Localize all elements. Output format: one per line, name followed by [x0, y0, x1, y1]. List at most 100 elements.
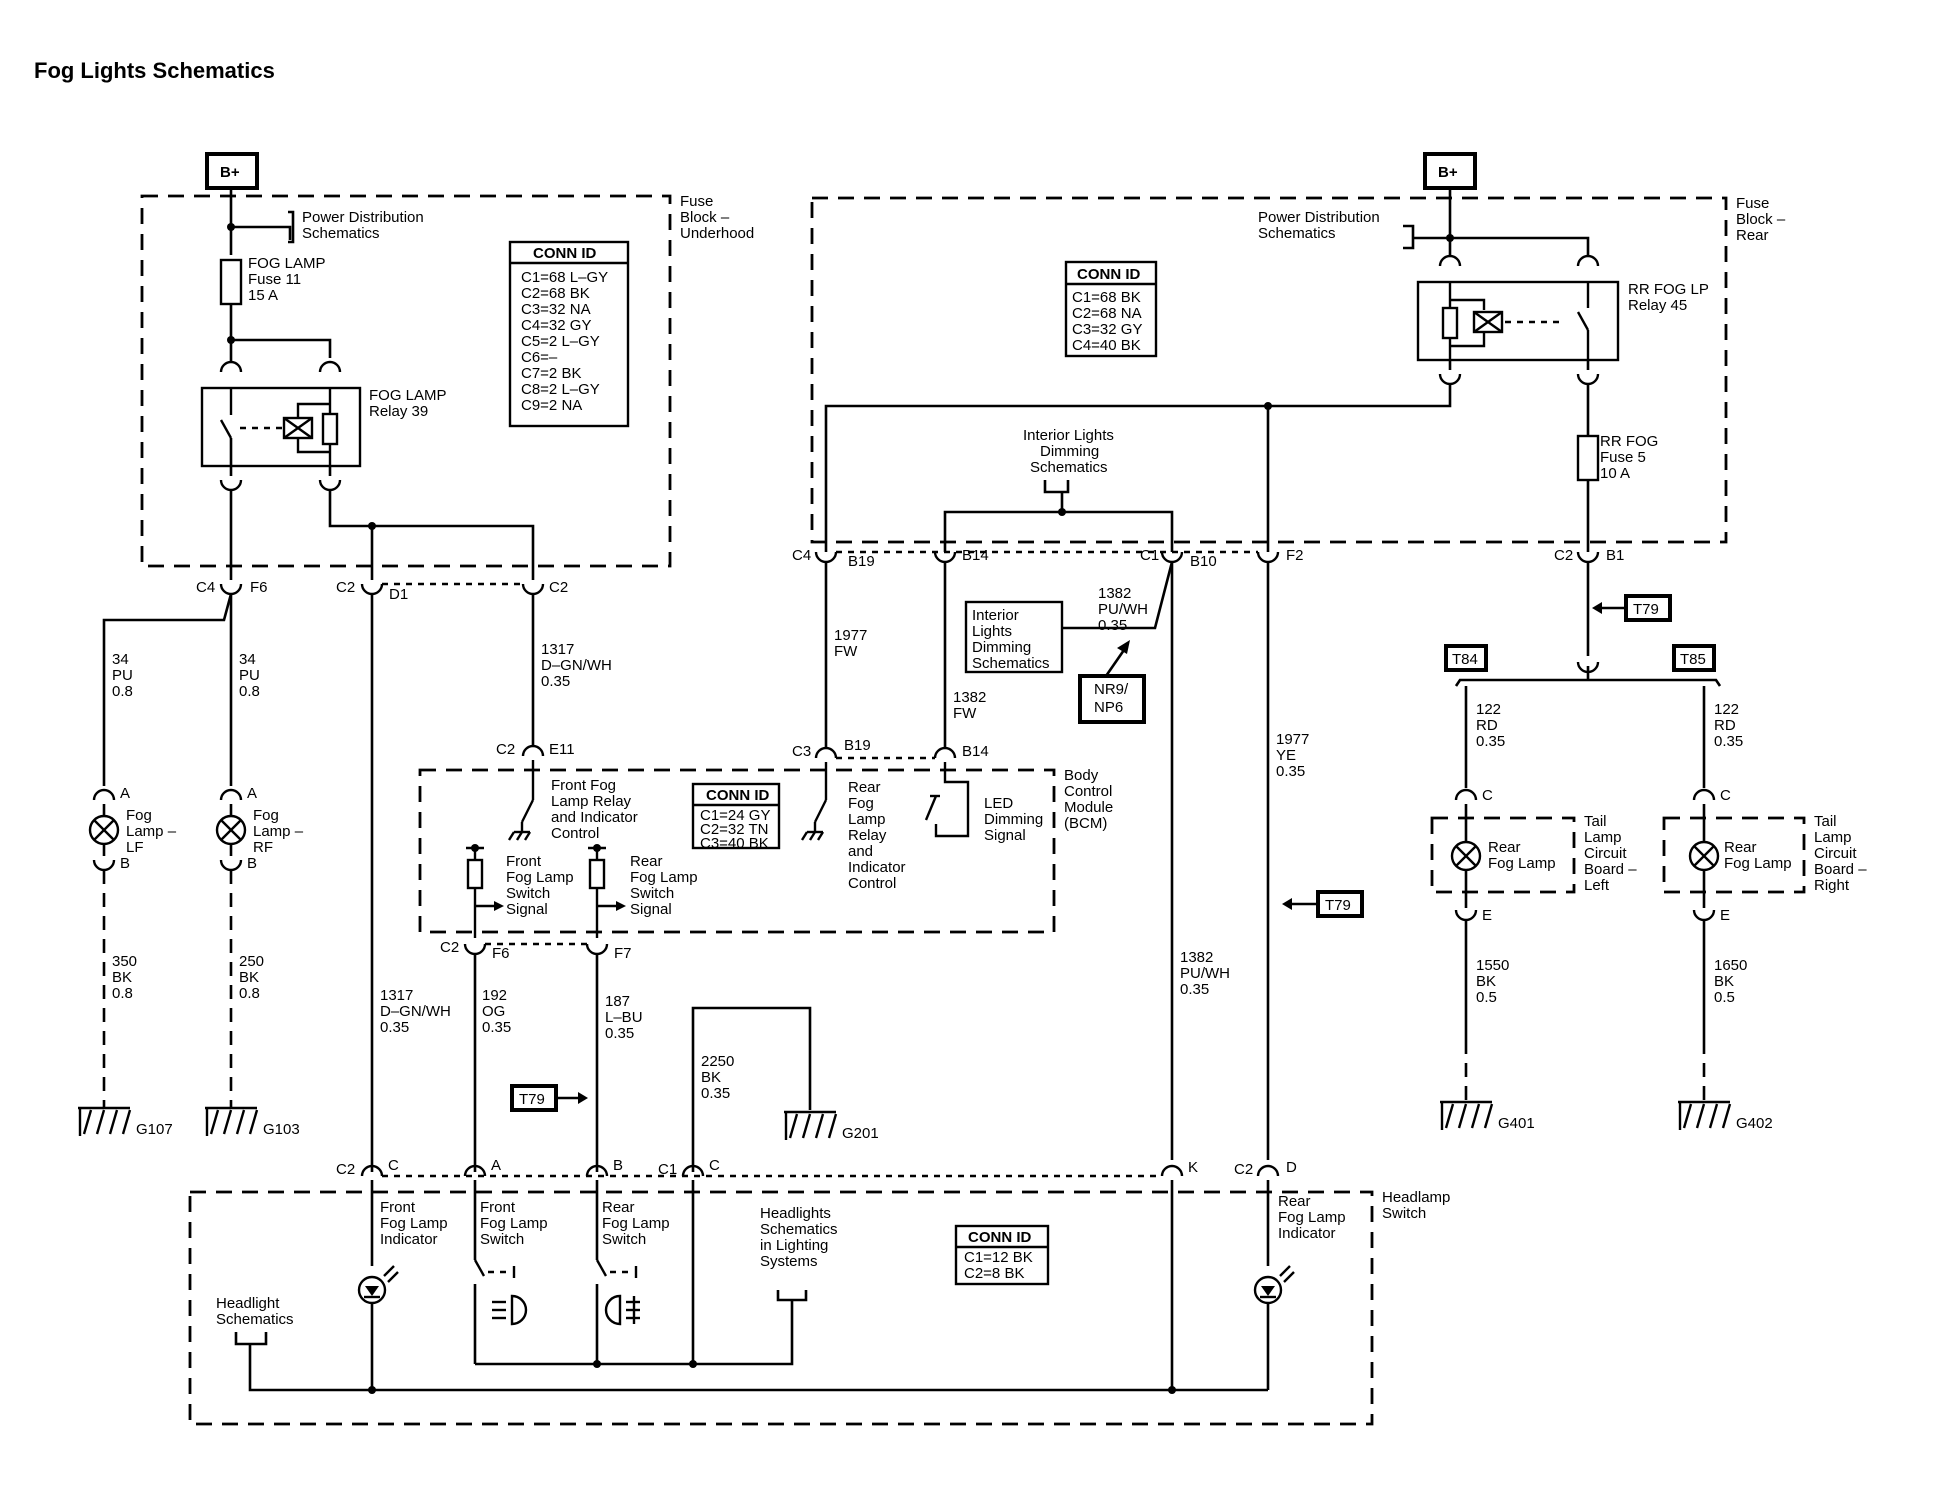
tail-right-label-3: Circuit: [1814, 845, 1857, 862]
ground-g201-h3: [814, 1113, 825, 1139]
wire-2250-label-3: 0.35: [701, 1085, 730, 1102]
switch-wiring: 1317 D–GN/WH 0.35 192 OG 0.35 187 L–BU 0…: [380, 987, 812, 1172]
wire-1650-label-2: BK: [1714, 973, 1734, 990]
conn-c2-b1-c2: C2: [1554, 547, 1573, 564]
t79-mid-label: T79: [1325, 897, 1351, 914]
underhood-conn-row-7: C7=2 BK: [521, 365, 581, 382]
relay45-contact-arm: [1576, 311, 1590, 331]
switch-return-splice-1: [593, 1360, 601, 1368]
rear-indicator-label-1: Rear: [1278, 1193, 1311, 1210]
conn-c3-label: C3: [792, 743, 811, 760]
rear-conn-row-3: C3=32 GY: [1072, 321, 1142, 338]
rear-right-pin-e: E: [1720, 907, 1730, 924]
wire-1382b-label-1: 1382: [1180, 949, 1213, 966]
front-switch-label-2: Fog Lamp: [480, 1215, 548, 1232]
conn-e11-label: E11: [549, 741, 575, 758]
ground-g201-h2: [801, 1113, 812, 1139]
interior-dimming-bus: [943, 510, 1174, 552]
wire-187-label-2: L–BU: [605, 1009, 643, 1026]
hs-conn-id-title: CONN ID: [968, 1229, 1032, 1246]
lf-term-b: [92, 859, 116, 872]
rear-fog-lamp-right-x2: [1693, 845, 1715, 867]
rear-right-pin-c: C: [1720, 787, 1731, 804]
front-fog-lamps: C4 F6 34 PU 0.8 34 PU 0.8 A Fog Lamp – L…: [88, 579, 304, 1108]
fog-lamp-rf-label-3: RF: [253, 839, 273, 856]
headlamp-switch: C2 C A B C1 C K C2 D Headlamp Switch Fro…: [188, 1157, 1450, 1426]
conn-b10-label: B10: [1190, 553, 1217, 570]
rf-term-b: [219, 859, 243, 872]
rf-pin-a: A: [247, 785, 257, 802]
wire-250-label-1: 250: [239, 953, 264, 970]
headlight-sch-bracket: [234, 1332, 268, 1346]
c2-d1-term: [360, 583, 384, 596]
relay45-term-d: [1576, 373, 1600, 386]
rear-relay-label-4: Relay: [848, 827, 887, 844]
conn-b1-label: B1: [1606, 547, 1624, 564]
c3-b19-bcm-term: [814, 746, 838, 759]
relay39-coil-ground-wire: [328, 490, 535, 580]
relay45-term-c: [1438, 373, 1462, 386]
fog-lamp-lf-label-2: Lamp –: [126, 823, 177, 840]
front-switch-resistor: [466, 858, 484, 890]
underhood-conn-row-4: C4=32 GY: [521, 317, 591, 334]
ground-g401-h2: [1457, 1103, 1468, 1129]
rear-block-outputs: C4 B19 B14 C1 B10 F2 1977 FW 1382 FW 138…: [792, 547, 1364, 1160]
rear-fog-lamp-right-label-2: Fog Lamp: [1724, 855, 1792, 872]
ground-bus-splice-1: [368, 1386, 376, 1394]
front-fog-lamp-icon: [510, 1294, 528, 1326]
wire-187-label-3: 0.35: [605, 1025, 634, 1042]
rear-relay-label-5: and: [848, 843, 873, 860]
ground-g201: G201: [784, 1110, 879, 1142]
hs-pin-k-label: K: [1188, 1159, 1198, 1176]
front-relay-label-3: and Indicator: [551, 809, 638, 826]
bcm-label-2: Control: [1064, 783, 1112, 800]
front-fog-switch-arm: [473, 1259, 486, 1277]
wire-1317a-label-3: 0.35: [541, 673, 570, 690]
wire-1650-label-3: 0.5: [1714, 989, 1735, 1006]
switch-return-splice-2: [689, 1360, 697, 1368]
wire-350-label-2: BK: [112, 969, 132, 986]
front-indicator-label-2: Fog Lamp: [380, 1215, 448, 1232]
relay39-term-d: [318, 479, 342, 492]
wire-1382b-label-2: PU/WH: [1180, 965, 1230, 982]
rear-relay-label-1: Rear: [848, 779, 881, 796]
lf-pin-b: B: [120, 855, 130, 872]
ground-g107-h3: [108, 1109, 119, 1135]
fog-lamp-fuse-label-1: FOG LAMP: [248, 255, 326, 272]
bcm-conn-id-table: [691, 782, 781, 850]
wire-122a-label-3: 0.35: [1476, 733, 1505, 750]
t84-box: [1444, 644, 1488, 672]
ground-g107: G107: [78, 1106, 173, 1138]
t85-box: [1672, 644, 1716, 672]
fog-lamp-rf-label-2: Lamp –: [253, 823, 304, 840]
fog-lamp-lf-label-1: Fog: [126, 807, 152, 824]
interior-box-label-3: Dimming: [972, 639, 1031, 656]
tail-lamp-board-left-border: [1430, 816, 1576, 894]
headlamp-switch-label-1: Headlamp: [1382, 1189, 1450, 1206]
hs-conn-id-table: [954, 1224, 1050, 1286]
hs-c1-c-term: [681, 1164, 705, 1177]
wire-2250-label-1: 2250: [701, 1053, 734, 1070]
conn-d1-label: D1: [389, 586, 408, 603]
conn-c2-e11-c2: C2: [496, 741, 515, 758]
wire-34-rf-label-3: 0.8: [239, 683, 260, 700]
switch-return-bus: [475, 1300, 794, 1366]
front-relay-label-4: Control: [551, 825, 599, 842]
wire-192-label-2: OG: [482, 1003, 505, 1020]
f2-term: [1256, 551, 1280, 564]
rear-conn-row-2: C2=68 NA: [1072, 305, 1142, 322]
wire-122b-label-3: 0.35: [1714, 733, 1743, 750]
ground-g103-h3: [235, 1109, 246, 1135]
rear-fog-lamp-left-label-2: Fog Lamp: [1488, 855, 1556, 872]
fog-lamp-lf-x2: [93, 819, 115, 841]
conn-c2-d1-c2: C2: [336, 579, 355, 596]
front-fog-indicator-diode: [365, 1286, 379, 1296]
conn-b14-bcm-label: B14: [962, 743, 989, 760]
wire-1977ye-label-3: 0.35: [1276, 763, 1305, 780]
bplus-left-label: B+: [220, 164, 240, 181]
wire-1977ye-label-1: 1977: [1276, 731, 1309, 748]
tail-right-label-2: Lamp: [1814, 829, 1852, 846]
headlight-sch-label-1: Headlight: [216, 1295, 280, 1312]
conn-c4-b19-c4: C4: [792, 547, 811, 564]
led-dimming-label-2: Dimming: [984, 811, 1043, 828]
